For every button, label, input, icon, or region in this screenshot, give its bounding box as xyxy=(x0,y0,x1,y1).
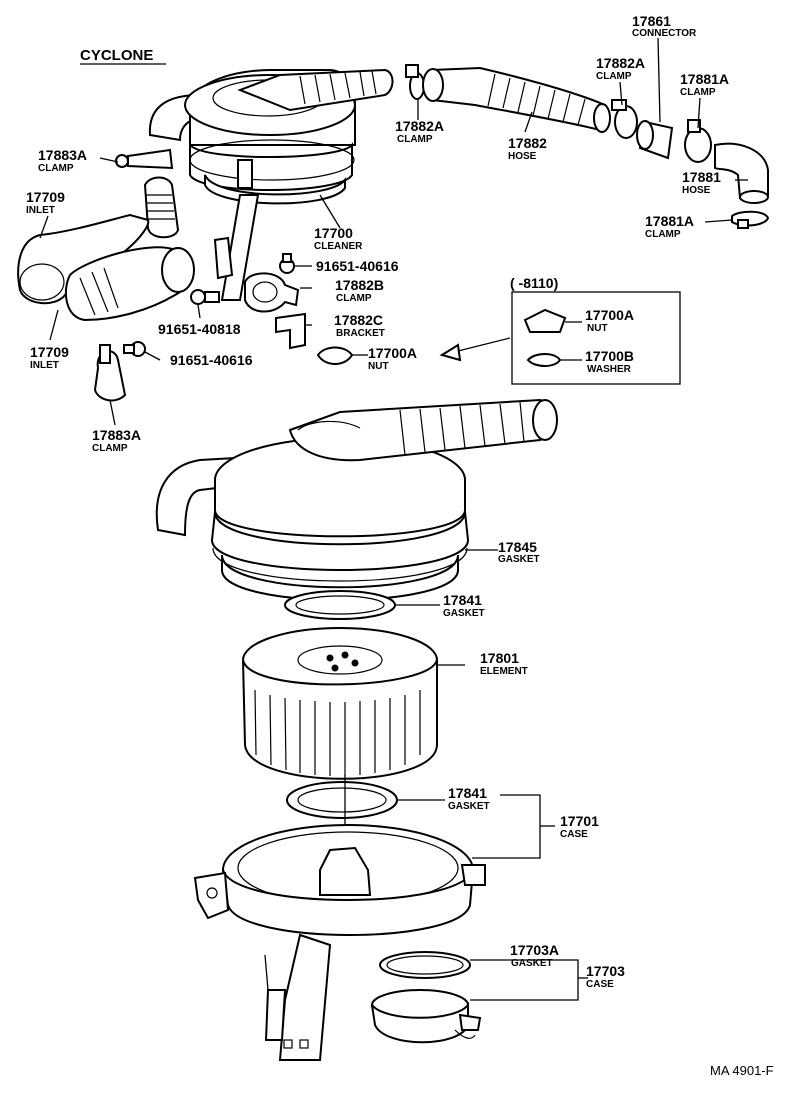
callout-17700A-box-caption: NUT xyxy=(587,323,608,334)
callout-17882A-left-caption: CLAMP xyxy=(397,134,433,145)
range-box-label: ( -8110) xyxy=(510,275,558,291)
callout-17882B-caption: CLAMP xyxy=(336,293,372,304)
callout-17709-bot-number: 17709 xyxy=(30,344,69,360)
callout-17841-bot-caption: GASKET xyxy=(448,801,490,812)
callout-17881A-bot-number: 17881A xyxy=(645,213,694,229)
hose-17882-drawing xyxy=(405,64,770,229)
callout-17703-caption: CASE xyxy=(586,979,614,990)
callout-17801-number: 17801 xyxy=(480,650,519,666)
callout-17700B-number: 17700B xyxy=(585,348,634,364)
callout-17700-caption: CLEANER xyxy=(314,241,363,252)
callout-17882A-top-caption: CLAMP xyxy=(596,71,632,82)
callout-17841-top-caption: GASKET xyxy=(443,608,485,619)
callout-bolt-40616-b: 91651-40616 xyxy=(170,352,253,368)
exploded-cleaner-drawing xyxy=(155,398,558,601)
callout-17881A-top-number: 17881A xyxy=(680,71,729,87)
leader-lines xyxy=(39,37,748,1001)
footer-code: MA 4901-F xyxy=(710,1063,774,1078)
callout-17883A-top-caption: CLAMP xyxy=(38,163,74,174)
reference-arrow xyxy=(439,337,511,362)
callout-17881-number: 17881 xyxy=(682,169,721,185)
callout-17882-number: 17882 xyxy=(508,135,547,151)
callout-17882C-caption: BRACKET xyxy=(336,328,385,339)
callout-17703A-number: 17703A xyxy=(510,942,559,958)
callout-17881A-top-caption: CLAMP xyxy=(680,87,716,98)
callout-17881A-bot-caption: CLAMP xyxy=(645,229,681,240)
callout-17883A-bot-number: 17883A xyxy=(92,427,141,443)
case-17701-drawing xyxy=(193,775,486,1061)
range-box: ( -8110) xyxy=(510,275,681,385)
callout-17709-top-number: 17709 xyxy=(26,189,65,205)
callout-17841-bot-number: 17841 xyxy=(448,785,487,801)
callout-17709-bot-caption: INLET xyxy=(30,360,59,371)
callout-17882B-number: 17882B xyxy=(335,277,384,293)
callout-17701-caption: CASE xyxy=(560,829,588,840)
callout-17845-number: 17845 xyxy=(498,539,537,555)
gasket-17841-bottom-drawing xyxy=(286,781,398,819)
callout-labels: 17861 CONNECTOR 17882A CLAMP 17881A CLAM… xyxy=(26,13,729,990)
callout-17700A-number: 17700A xyxy=(368,345,417,361)
element-17801-drawing xyxy=(242,627,438,780)
callout-17703-number: 17703 xyxy=(586,963,625,979)
callout-17700-number: 17700 xyxy=(314,225,353,241)
callout-bolt-40818: 91651-40818 xyxy=(158,321,241,337)
case-17703-drawing xyxy=(370,951,482,1044)
callout-17882-caption: HOSE xyxy=(508,151,537,162)
callout-17703A-caption: GASKET xyxy=(511,958,553,969)
callout-17841-top-number: 17841 xyxy=(443,592,482,608)
diagram-title: CYCLONE xyxy=(80,47,153,64)
callout-17861-number: 17861 xyxy=(632,13,671,29)
callout-17709-top-caption: INLET xyxy=(26,205,55,216)
callout-17883A-top-number: 17883A xyxy=(38,147,87,163)
callout-17883A-bot-caption: CLAMP xyxy=(92,443,128,454)
callout-bolt-40616-a: 91651-40616 xyxy=(316,258,399,274)
callout-17700A-box-number: 17700A xyxy=(585,307,634,323)
callout-17700A-caption: NUT xyxy=(368,361,389,372)
callout-17882A-left-number: 17882A xyxy=(395,118,444,134)
callout-17882A-top-number: 17882A xyxy=(596,55,645,71)
callout-17861-caption: CONNECTOR xyxy=(632,28,697,39)
inlet-hose-drawing xyxy=(17,176,195,322)
callout-17882C-number: 17882C xyxy=(334,312,383,328)
callout-17700B-caption: WASHER xyxy=(587,364,632,375)
cleaner-assembly-drawing xyxy=(148,68,394,301)
callout-17881-caption: HOSE xyxy=(682,185,711,196)
fasteners-top-drawing xyxy=(93,148,354,402)
callout-17701-number: 17701 xyxy=(560,813,599,829)
gasket-17841-top-drawing xyxy=(284,590,396,620)
callout-17845-caption: GASKET xyxy=(498,554,540,565)
callout-17801-caption: ELEMENT xyxy=(480,666,528,677)
